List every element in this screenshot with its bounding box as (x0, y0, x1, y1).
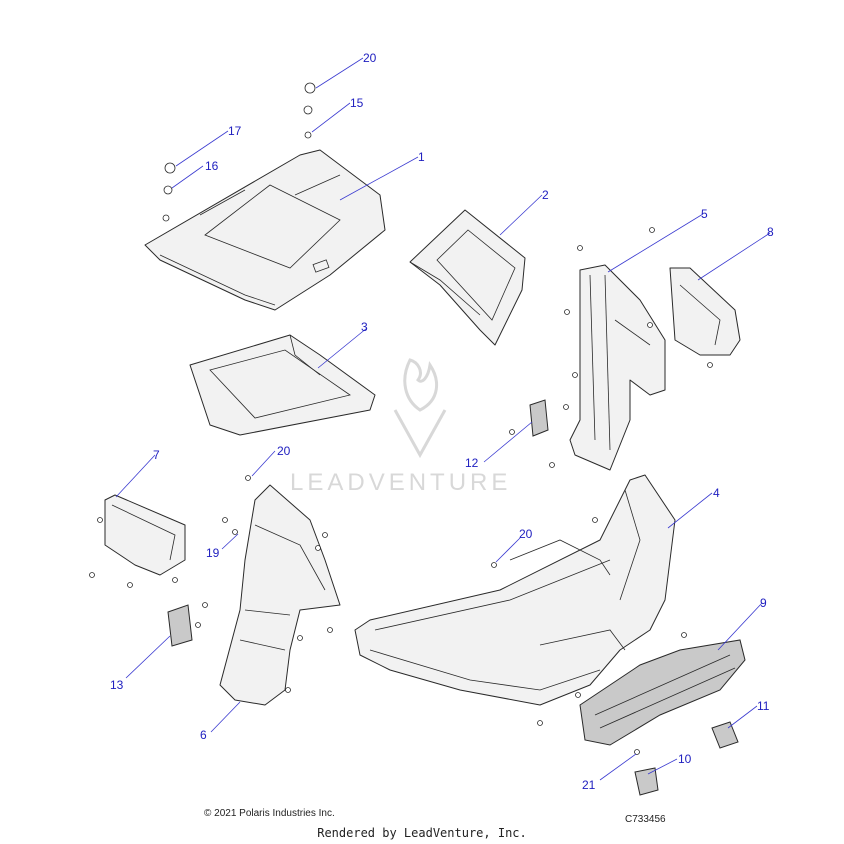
callout-8: 8 (767, 225, 774, 239)
callout-7: 7 (153, 448, 160, 462)
callout-17: 17 (228, 124, 242, 138)
part-bracket-13 (167, 604, 193, 647)
watermark-text: LEADVENTURE (290, 469, 511, 496)
part-grille (579, 639, 746, 746)
callout-6: 6 (200, 728, 207, 742)
callout-9: 9 (760, 596, 767, 610)
callout-16: 16 (205, 159, 219, 173)
callout-4: 4 (713, 486, 720, 500)
callout-1: 1 (418, 150, 425, 164)
callout-15: 15 (350, 96, 364, 110)
callout-21: 21 (582, 778, 596, 792)
copyright-text: © 2021 Polaris Industries Inc. (204, 808, 335, 819)
callout-2: 2 (542, 188, 549, 202)
part-bracket-12 (529, 399, 549, 437)
callout-11: 11 (757, 699, 770, 713)
part-bracket-10 (634, 767, 659, 796)
callout-12: 12 (465, 456, 479, 470)
callout-20-top: 20 (277, 444, 291, 458)
leader-lines (115, 57, 771, 781)
callout-20-bottom: 20 (519, 527, 533, 541)
callout-13: 13 (110, 678, 124, 692)
part-hood (144, 149, 386, 311)
part-left-frame-post (219, 484, 341, 706)
callout-labels: 20 15 17 16 1 2 3 5 8 12 20 7 19 4 20 9 … (110, 51, 774, 792)
part-right-shroud (669, 267, 741, 356)
diagram-code: C733456 (625, 814, 666, 825)
callout-10: 10 (678, 752, 692, 766)
watermark-logo: LEADVENTURE (290, 358, 511, 496)
part-front-bumper (354, 474, 676, 706)
hardware-fasteners (89, 82, 713, 755)
callout-3: 3 (361, 320, 368, 334)
callout-18: 20 (363, 51, 377, 65)
callout-19: 19 (206, 546, 220, 560)
part-bracket-11 (711, 721, 739, 749)
part-left-shroud (104, 494, 186, 576)
rendered-by-text: Rendered by LeadVenture, Inc. (317, 826, 527, 840)
part-side-panel (409, 209, 526, 346)
callout-5: 5 (701, 207, 708, 221)
part-lower-panel (189, 334, 376, 436)
part-right-frame-post (569, 264, 666, 471)
